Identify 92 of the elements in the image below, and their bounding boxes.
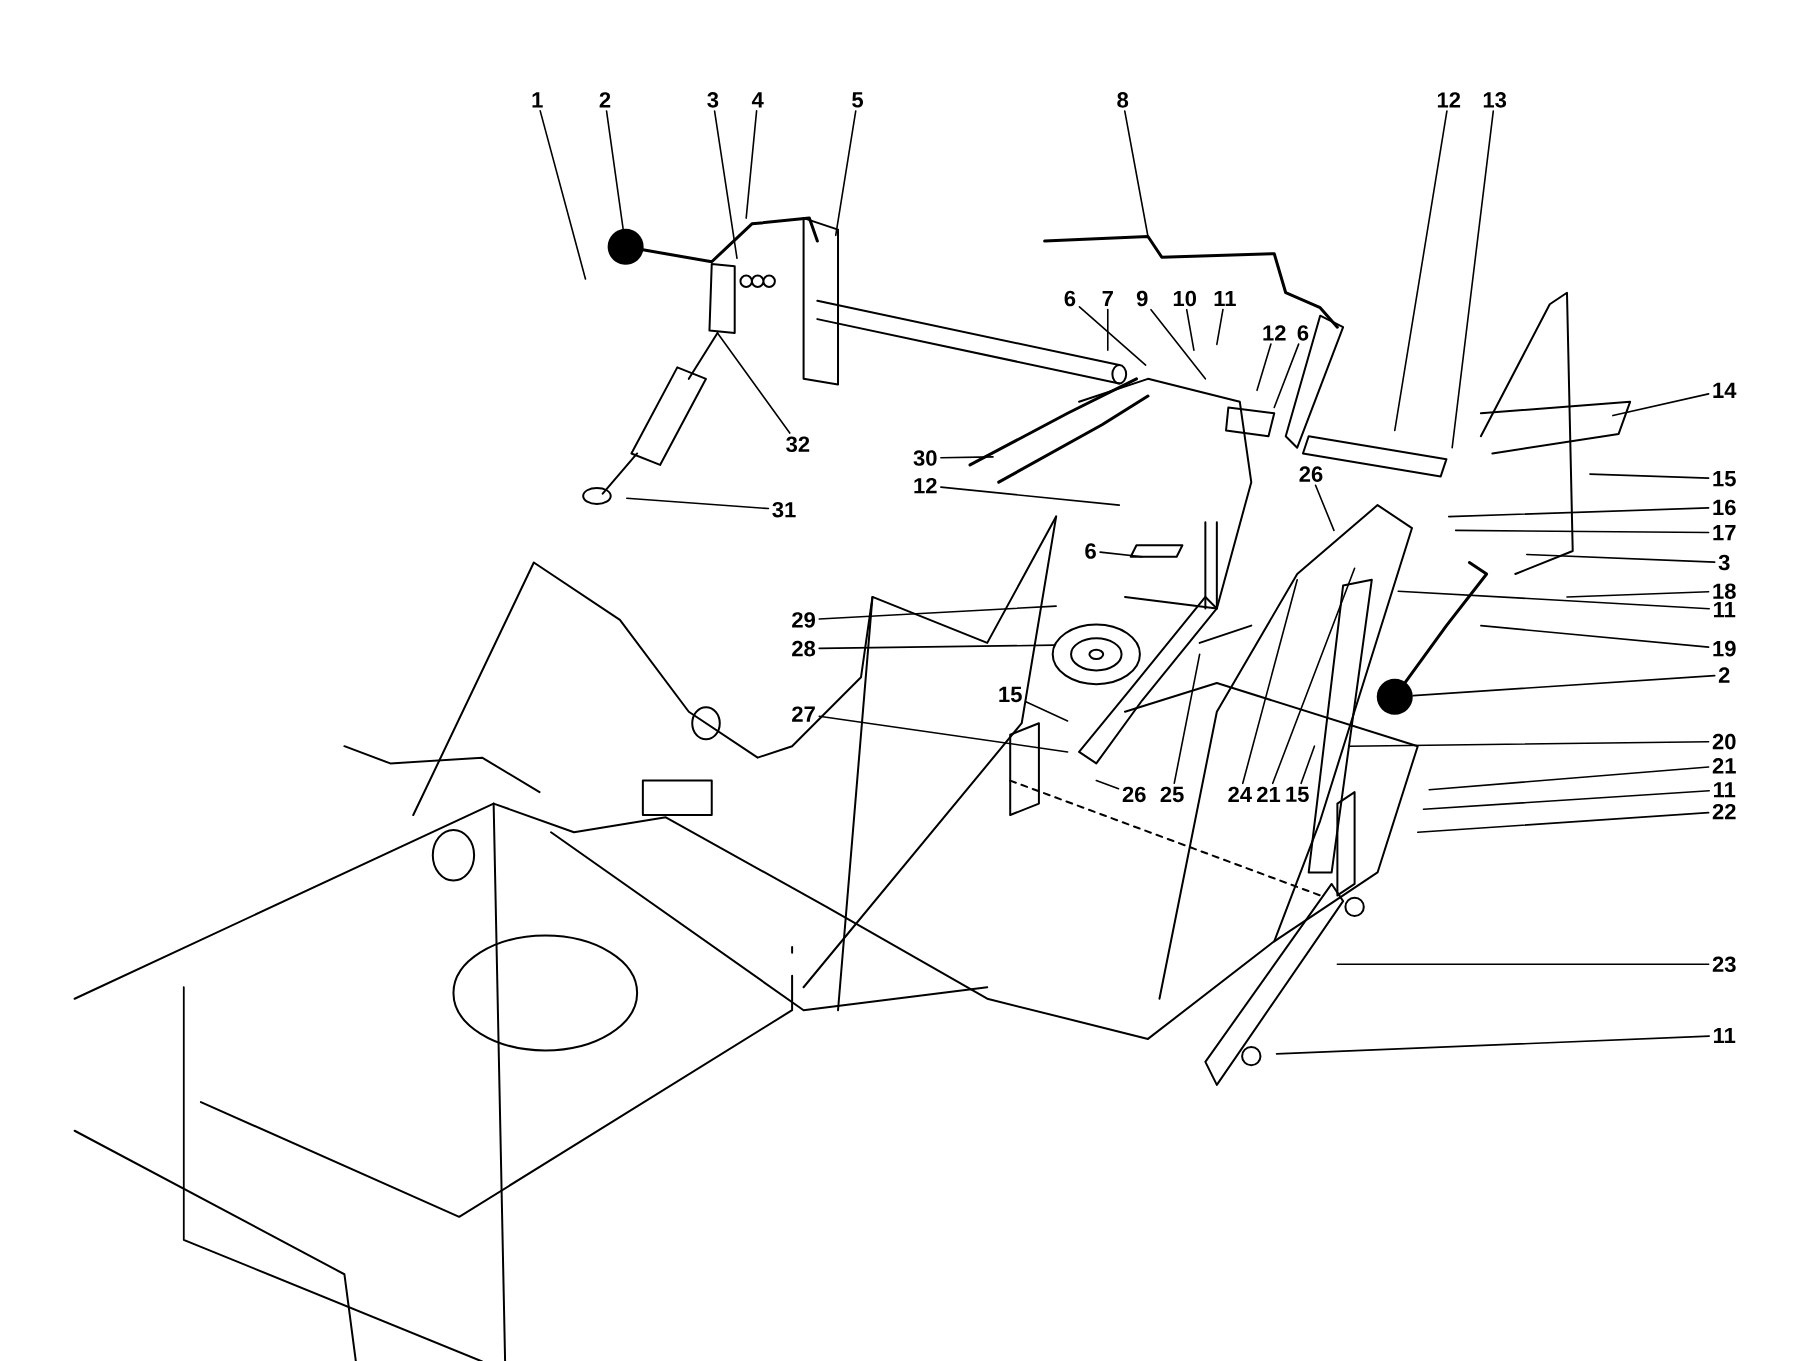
- callout-number: 6: [1064, 290, 1076, 307]
- callout-number: 2: [599, 92, 611, 108]
- leader-line: [1173, 653, 1201, 784]
- leader-line: [818, 715, 1069, 753]
- callout-number: 5: [852, 92, 863, 108]
- knob: [607, 228, 644, 265]
- callout-number: 3: [707, 91, 719, 108]
- callout-number: 11: [1714, 1027, 1736, 1043]
- callout-number: 18: [1713, 583, 1736, 599]
- knob: [1376, 678, 1413, 715]
- leader-line: [1185, 308, 1195, 351]
- callout-number: 16: [1713, 499, 1736, 515]
- leader-line: [1454, 529, 1710, 534]
- leader-line: [1612, 392, 1710, 417]
- leader-line: [1566, 590, 1710, 598]
- leader-line: [626, 497, 770, 510]
- callout-number: 32: [786, 436, 810, 452]
- callout-number: 11: [1714, 601, 1736, 617]
- leader-line: [1256, 342, 1272, 391]
- leader-line: [940, 486, 1121, 506]
- leader-line: [1271, 567, 1356, 784]
- leader-line: [745, 109, 758, 219]
- leader-line: [1300, 745, 1316, 784]
- callout-number: 21: [1712, 757, 1736, 774]
- leader-line: [1451, 110, 1495, 449]
- leader-line: [1336, 963, 1710, 965]
- callout-number: 12: [914, 477, 937, 494]
- callout-number: 7: [1102, 290, 1113, 306]
- leader-line: [1275, 1035, 1710, 1055]
- callout-number: 1: [532, 92, 543, 108]
- leader-line: [1416, 811, 1710, 833]
- callout-number: 27: [792, 706, 815, 722]
- leader-line: [1216, 308, 1224, 345]
- callout-number: 15: [999, 686, 1022, 702]
- callout-number: 23: [1712, 956, 1736, 972]
- leader-line: [1480, 624, 1710, 648]
- callout-number: 31: [772, 501, 796, 518]
- leader-line: [834, 109, 857, 236]
- callout-number: 14: [1713, 382, 1737, 398]
- leader-line: [1394, 109, 1448, 432]
- leader-line: [1273, 343, 1300, 409]
- callout-number: 28: [792, 640, 816, 657]
- callout-number: 26: [1122, 786, 1146, 802]
- callout-number: 30: [913, 450, 937, 466]
- leader-line: [1526, 553, 1716, 563]
- callout-number: 12: [1263, 325, 1286, 341]
- callout-number: 17: [1713, 524, 1736, 540]
- leader-line: [1397, 590, 1710, 610]
- leader-line: [1314, 484, 1335, 531]
- callout-number: 24: [1228, 786, 1252, 802]
- leader-line: [818, 644, 1055, 649]
- callout-number: 12: [1437, 92, 1461, 108]
- leader-line: [605, 109, 624, 230]
- callout-number: 3: [1718, 554, 1730, 571]
- callout-number: 11: [1714, 782, 1736, 798]
- leader-line: [1412, 674, 1716, 697]
- leader-line: [1095, 779, 1120, 790]
- callout-number: 2: [1718, 667, 1730, 683]
- leader-line: [1025, 700, 1069, 722]
- leader-line: [1078, 305, 1147, 366]
- leader-line: [1107, 308, 1109, 351]
- callout-number: 13: [1483, 91, 1507, 108]
- callout-number: 29: [792, 611, 815, 628]
- callout-number: 11: [1214, 290, 1236, 306]
- leader-line: [713, 110, 738, 259]
- leader-line: [1124, 110, 1149, 238]
- callout-number: 6: [1085, 543, 1096, 559]
- leader-line: [539, 109, 587, 280]
- leader-line: [1348, 740, 1710, 747]
- leader-line: [1241, 578, 1298, 784]
- leader-line: [1422, 789, 1710, 810]
- leader-line: [1589, 473, 1710, 479]
- leader-line: [1428, 765, 1710, 791]
- callout-number: 25: [1160, 786, 1184, 802]
- callout-number: 15: [1713, 470, 1736, 487]
- callout-number: 4: [751, 92, 764, 108]
- callout-number: 19: [1713, 640, 1736, 657]
- leader-line: [1447, 506, 1710, 518]
- callout-number: 20: [1712, 733, 1736, 750]
- callout-number: 26: [1299, 466, 1323, 482]
- callout-number: 6: [1297, 324, 1309, 341]
- leader-line: [716, 331, 791, 434]
- callout-number: 21: [1257, 786, 1281, 802]
- callout-number: 22: [1712, 803, 1736, 820]
- callout-number: 9: [1136, 290, 1148, 307]
- leader-line: [818, 605, 1057, 620]
- callout-number: 8: [1117, 91, 1129, 108]
- callout-number: 10: [1173, 290, 1196, 307]
- callout-number: 15: [1286, 786, 1309, 802]
- leader-line: [940, 455, 994, 459]
- leader-line: [1150, 308, 1207, 380]
- leader-line: [1099, 551, 1144, 558]
